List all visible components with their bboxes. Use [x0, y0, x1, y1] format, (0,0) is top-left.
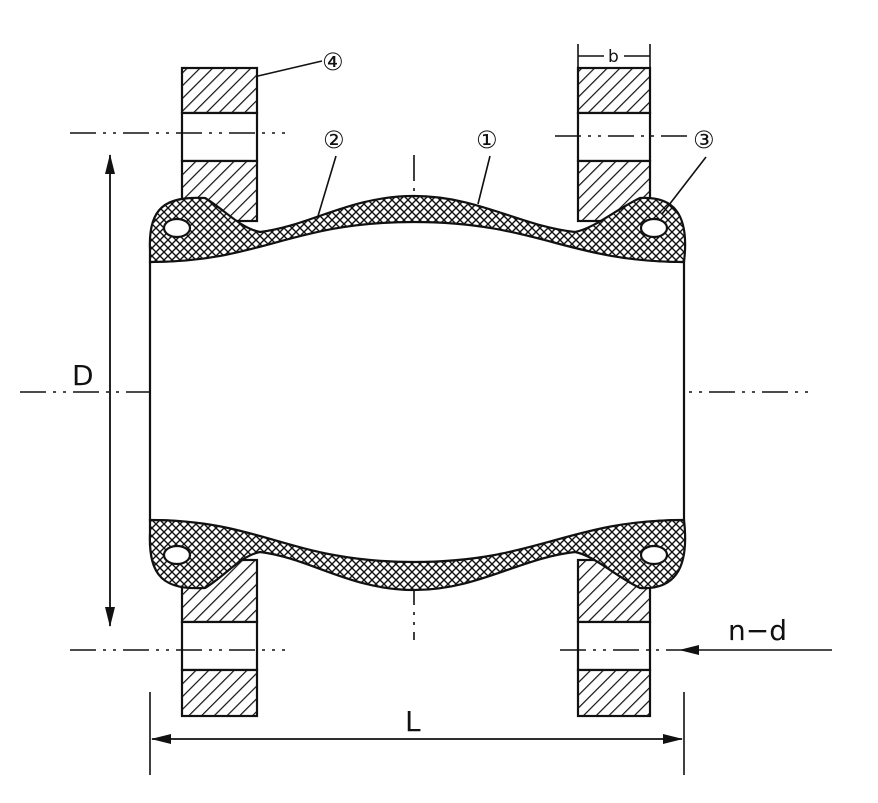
flange-left-bottom	[180, 558, 259, 718]
length-dimension	[149, 692, 685, 775]
rubber-wall-top	[148, 194, 687, 264]
flange-right-bottom	[576, 558, 652, 718]
flange-thickness-dimension	[577, 44, 651, 68]
flange-left-top	[180, 66, 259, 223]
callout-2: ②	[323, 126, 345, 154]
callout-2-leader	[317, 155, 337, 217]
callout-1-leader	[477, 155, 491, 205]
ring-wire-right-bottom	[639, 544, 669, 566]
callout-1: ①	[476, 126, 498, 154]
callout-4: ④	[322, 48, 344, 76]
callout-4-leader	[257, 60, 323, 77]
callout-3: ③	[693, 126, 715, 154]
tube-body	[148, 210, 686, 574]
length-label: L	[405, 705, 421, 738]
flange-thickness-label: b	[608, 47, 619, 67]
bolt-holes-label: n−d	[728, 614, 787, 647]
callout-3-leader	[661, 156, 707, 215]
ring-wire-left-bottom	[162, 544, 192, 566]
diameter-label: D	[72, 359, 94, 392]
ring-wire-left-top	[162, 217, 192, 239]
flange-right-top	[576, 66, 652, 223]
ring-wire-right-top	[639, 217, 669, 239]
rubber-wall-bottom	[148, 518, 687, 592]
